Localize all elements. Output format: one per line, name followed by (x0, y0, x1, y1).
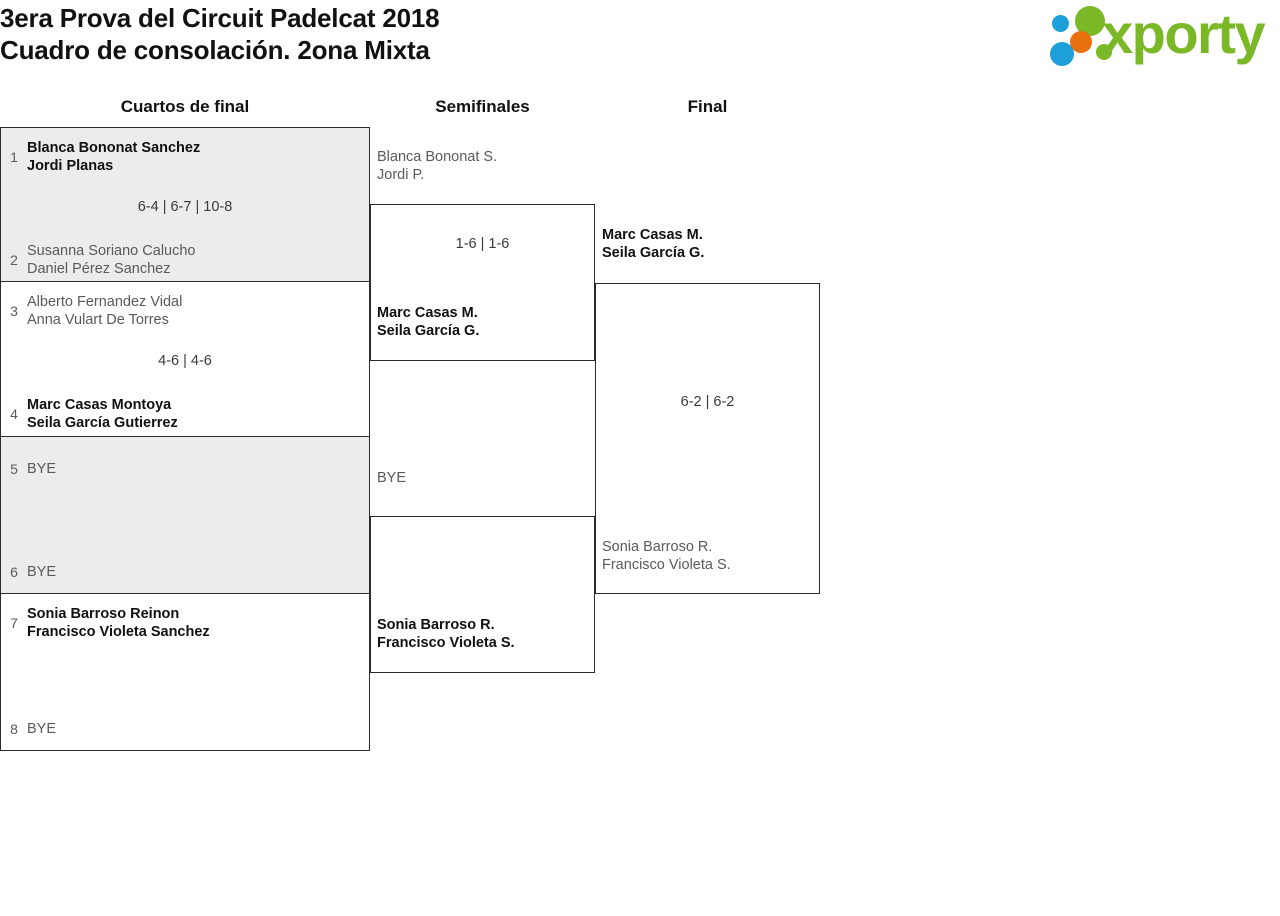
seed-number: 2 (10, 252, 18, 268)
logo-dots-icon (1050, 6, 1112, 66)
team-slot-seed-7[interactable]: 7 Sonia Barroso Reinon Francisco Violeta… (1, 603, 369, 643)
match-qf-3[interactable]: 5 BYE 6 BYE (0, 437, 370, 594)
sf-1-team-bottom[interactable]: Marc Casas M. Seila García G. (377, 305, 480, 339)
team-names: BYE (27, 721, 57, 737)
match-qf-2[interactable]: 3 Alberto Fernandez Vidal Anna Vulart De… (0, 282, 370, 437)
seed-number: 8 (10, 721, 18, 737)
xporty-logo[interactable]: xporty (1050, 2, 1276, 68)
page-header: 3era Prova del Circuit Padelcat 2018 Cua… (0, 0, 1280, 82)
seed-number: 7 (10, 615, 18, 631)
title-line-2: Cuadro de consolación. 2ona Mixta (0, 35, 430, 65)
seed-number: 6 (10, 564, 18, 580)
team-slot-seed-8[interactable]: 8 BYE (1, 709, 369, 749)
logo-dot-green-small (1096, 44, 1112, 60)
round-header-final: Final (687, 97, 728, 116)
match-score: 1-6 | 1-6 (455, 236, 510, 252)
team-slot-seed-1[interactable]: 1 Blanca Bononat Sanchez Jordi Planas (1, 137, 369, 177)
logo-dot-orange (1070, 31, 1092, 53)
team-names: Marc Casas Montoya Seila García Gutierre… (27, 397, 178, 431)
seed-number: 4 (10, 406, 18, 422)
logo-dot-blue-small (1052, 15, 1069, 32)
team-slot-seed-5[interactable]: 5 BYE (1, 449, 369, 489)
match-final[interactable]: 6-2 | 6-2 (595, 283, 820, 594)
team-slot-seed-2[interactable]: 2 Susanna Soriano Calucho Daniel Pérez S… (1, 240, 369, 280)
sf-2-team-top[interactable]: BYE (377, 470, 407, 486)
logo-wordmark: xporty (1102, 2, 1266, 65)
team-slot-seed-3[interactable]: 3 Alberto Fernandez Vidal Anna Vulart De… (1, 291, 369, 331)
team-names: Alberto Fernandez Vidal Anna Vulart De T… (27, 294, 183, 328)
match-sf-1[interactable]: 1-6 | 1-6 (370, 204, 595, 361)
sf-2-team-bottom[interactable]: Sonia Barroso R. Francisco Violeta S. (377, 617, 515, 651)
match-qf-4[interactable]: 7 Sonia Barroso Reinon Francisco Violeta… (0, 594, 370, 751)
match-score: 4-6 | 4-6 (158, 353, 212, 369)
team-names: Blanca Bononat Sanchez Jordi Planas (27, 140, 201, 174)
match-qf-1[interactable]: 1 Blanca Bononat Sanchez Jordi Planas 6-… (0, 127, 370, 282)
sf-1-team-top[interactable]: Blanca Bononat S. Jordi P. (377, 149, 498, 183)
title-line-1: 3era Prova del Circuit Padelcat 2018 (0, 3, 440, 33)
round-header-semifinals: Semifinales (435, 97, 530, 116)
round-header-quarterfinals: Cuartos de final (120, 97, 250, 116)
page-title: 3era Prova del Circuit Padelcat 2018 Cua… (0, 2, 900, 66)
team-names: BYE (27, 461, 57, 477)
match-sf-2[interactable] (370, 516, 595, 673)
team-names: BYE (27, 564, 57, 580)
seed-number: 1 (10, 149, 18, 165)
seed-number: 5 (10, 461, 18, 477)
team-names: Sonia Barroso Reinon Francisco Violeta S… (27, 606, 210, 640)
match-score: 6-2 | 6-2 (680, 394, 735, 410)
final-team-top[interactable]: Marc Casas M. Seila García G. (602, 227, 705, 261)
match-score: 6-4 | 6-7 | 10-8 (137, 199, 233, 215)
seed-number: 3 (10, 303, 18, 319)
team-slot-seed-6[interactable]: 6 BYE (1, 552, 369, 592)
team-slot-seed-4[interactable]: 4 Marc Casas Montoya Seila García Gutier… (1, 394, 369, 434)
logo-dot-blue-large (1050, 42, 1074, 66)
final-team-bottom[interactable]: Sonia Barroso R. Francisco Violeta S. (602, 539, 731, 573)
team-names: Susanna Soriano Calucho Daniel Pérez San… (27, 243, 196, 277)
